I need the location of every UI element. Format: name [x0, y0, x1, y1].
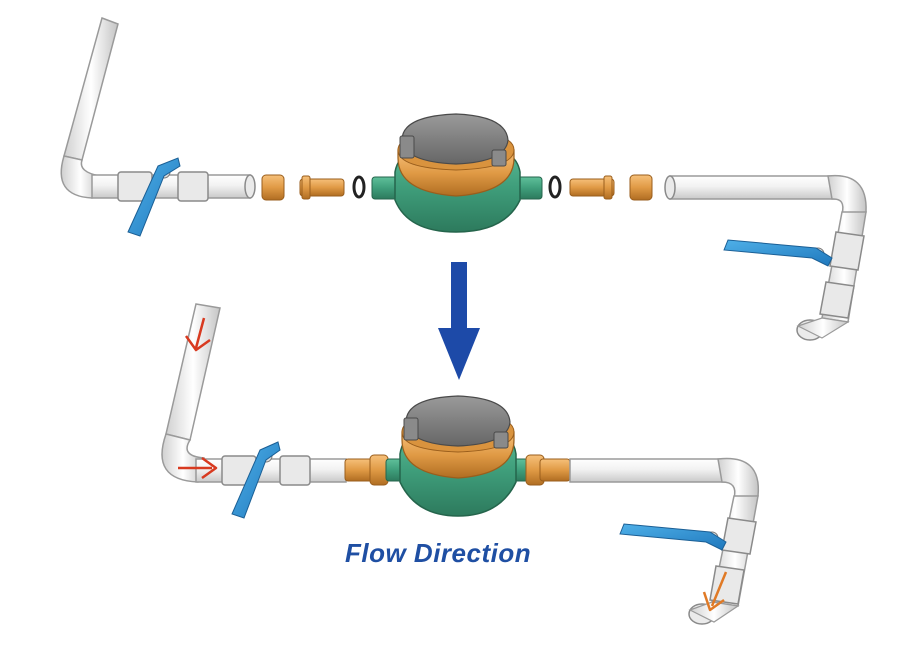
tailpiece-top-left: [299, 175, 345, 200]
assembled-installation: [161, 303, 760, 625]
coupling-bottom-left: [344, 454, 389, 486]
flow-arrow-icon: [184, 317, 211, 352]
water-meter-top: [371, 113, 543, 233]
exploded-assembly: [60, 17, 867, 341]
flow-arrow-icon: [702, 571, 728, 612]
valve-handle-top-left: [127, 157, 181, 237]
inlet-pipe-bottom: [161, 303, 347, 486]
gasket-top-left: [352, 175, 366, 199]
down-arrow-icon: [438, 262, 480, 380]
valve-handle-bottom-right: [619, 523, 727, 551]
tailpiece-top-right: [569, 175, 615, 200]
inlet-pipe-top: [60, 17, 256, 202]
outlet-pipe-bottom: [569, 457, 760, 625]
outlet-pipe-top: [664, 174, 867, 341]
nut-top-left: [261, 174, 285, 201]
valve-handle-bottom-left: [231, 441, 281, 519]
water-meter-bottom: [385, 395, 529, 517]
coupling-bottom-right: [525, 454, 571, 486]
flow-direction-caption: Flow Direction: [345, 538, 532, 568]
flow-arrow-icon: [178, 456, 218, 480]
valve-handle-top-right: [723, 239, 833, 267]
gasket-top-right: [548, 175, 562, 199]
nut-top-right: [629, 174, 653, 201]
